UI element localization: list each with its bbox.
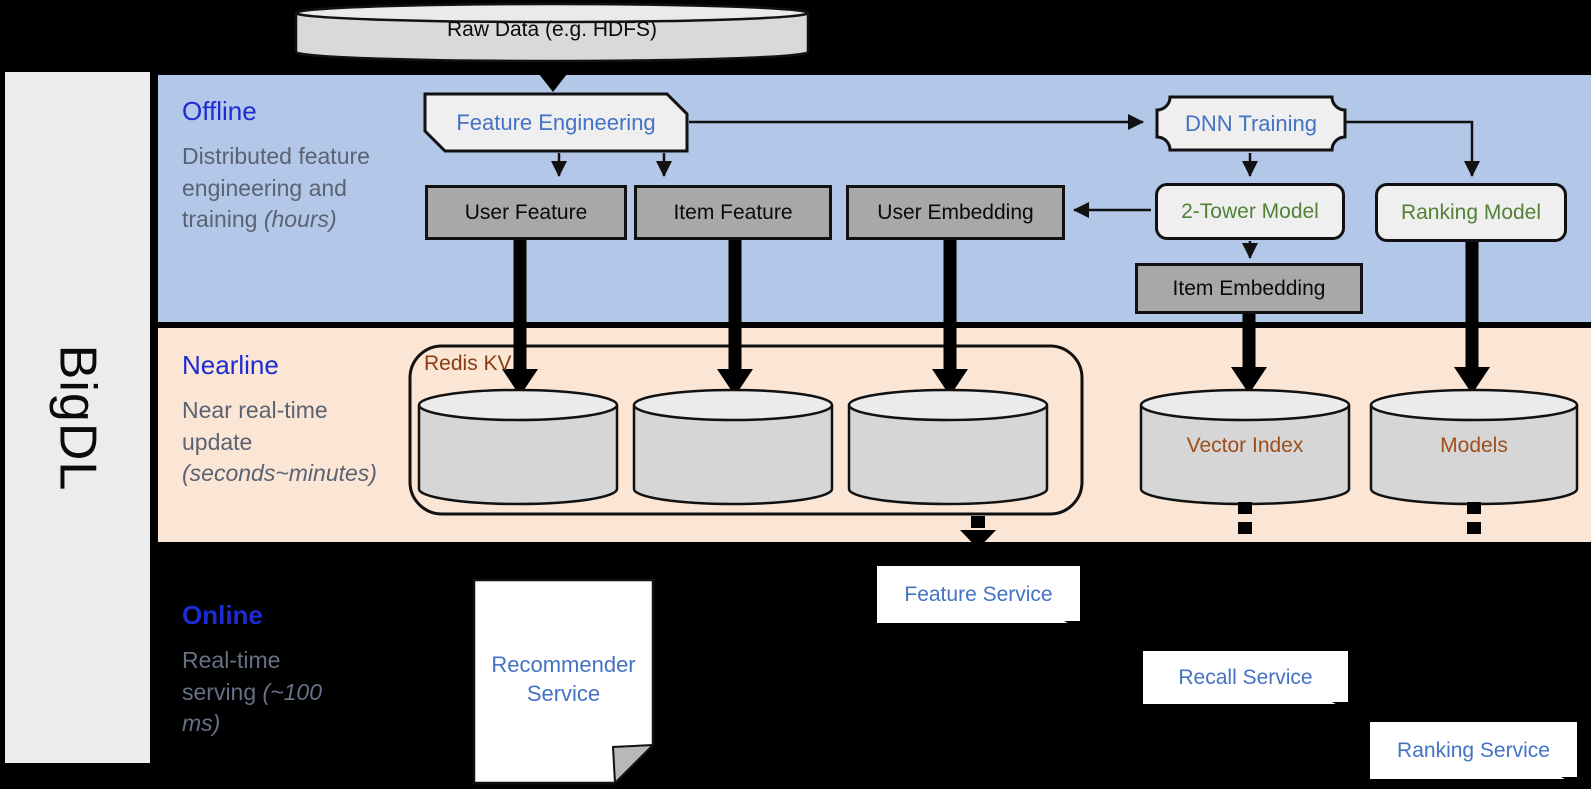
offline-section-description: Distributed feature engineering and trai… (182, 143, 370, 233)
redis-kv-label: Redis KV (424, 352, 512, 375)
bigdl-sidebar: BigDL (5, 72, 150, 763)
recommender-service-label: Recommender Service (491, 652, 636, 706)
vector-index-label: Vector Index (1186, 434, 1304, 457)
ranking-model-node: Ranking Model (1375, 183, 1567, 242)
online-section-description: Real-time serving (~100 ms) (182, 647, 323, 737)
user-embedding-node: User Embedding (846, 185, 1065, 240)
ranking-service-node: Ranking Service (1370, 722, 1578, 786)
models-label: Models (1440, 434, 1508, 457)
feature-service-node: Feature Service (877, 566, 1081, 630)
online-section-label: Online (182, 600, 263, 630)
user-feature-node: User Feature (425, 185, 627, 240)
nearline-section-label: Nearline (182, 350, 279, 380)
recall-service-node: Recall Service (1143, 651, 1349, 711)
item-feature-node: Item Feature (634, 185, 832, 240)
dnn-training-node: DNN Training (1184, 110, 1318, 136)
offline-section-label: Offline (182, 96, 257, 126)
nearline-section-description: Near real-time update (seconds~minutes) (182, 397, 377, 487)
two-tower-model-node: 2-Tower Model (1155, 183, 1345, 240)
feature-engineering-node: Feature Engineering (456, 109, 656, 135)
item-embedding-node: Item Embedding (1135, 263, 1363, 314)
raw-data-label: Raw Data (e.g. HDFS) (446, 18, 658, 41)
bigdl-logo-text: BigDL (48, 344, 107, 491)
